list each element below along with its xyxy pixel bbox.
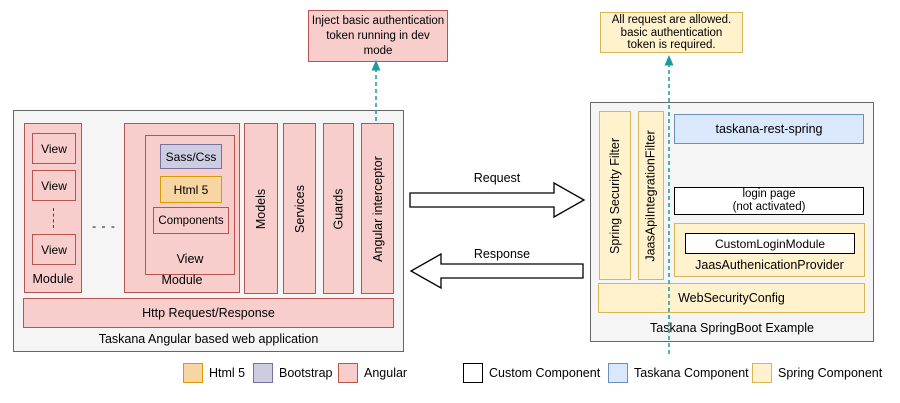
- springboot-app-container: Spring Security Filter JaasApiIntegratio…: [590, 102, 874, 342]
- html5-swatch: [183, 362, 203, 383]
- angular-module-2: Sass/Css Html 5 Components View Module: [124, 123, 240, 293]
- taskana-rest-spring-box: taskana-rest-spring: [674, 114, 864, 144]
- jaas-authentication-provider-box: CustomLoginModule JaasAuthenicationProvi…: [674, 223, 865, 277]
- angular-interceptor-bar: Angular interceptor: [361, 123, 394, 294]
- request-arrow: [409, 181, 586, 219]
- legend-label: Taskana Component: [634, 365, 749, 380]
- spring-security-filter-bar: Spring Security Filter: [599, 111, 631, 280]
- springboot-app-title: Taskana SpringBoot Example: [650, 321, 814, 335]
- sass-css-box: Sass/Css: [160, 144, 222, 169]
- models-label: Models: [254, 188, 269, 229]
- guards-label: Guards: [331, 188, 346, 229]
- spring-security-filter-label: Spring Security Filter: [608, 137, 623, 254]
- legend-label: Custom Component: [489, 365, 601, 380]
- custom-login-module-box: CustomLoginModule: [685, 233, 855, 254]
- login-page-line: (not activated): [732, 201, 806, 213]
- legend-item-custom-component: Custom Component: [463, 362, 600, 383]
- legend-label: Bootstrap: [279, 365, 333, 380]
- models-bar: Models: [244, 123, 278, 294]
- angular-swatch: [338, 362, 358, 383]
- legend-item-bootstrap: Bootstrap: [253, 362, 333, 383]
- angular-module-1: View View View Module: [24, 123, 82, 293]
- note-line: mode: [363, 45, 393, 57]
- legend-item-angular: Angular: [338, 362, 407, 383]
- angular-app-title: Taskana Angular based web application: [98, 332, 319, 346]
- module-label: Module: [161, 273, 203, 287]
- auth-required-arrowhead: [664, 55, 674, 66]
- taskana-component-swatch: [608, 362, 628, 383]
- note-line: basic authentication: [620, 26, 723, 39]
- view-box: View: [32, 234, 76, 265]
- view-box: View: [32, 170, 76, 201]
- view-label: View: [176, 252, 204, 266]
- components-box: Components: [153, 207, 229, 234]
- angular-interceptor-label: Angular interceptor: [370, 155, 385, 262]
- services-bar: Services: [283, 123, 316, 294]
- login-page-box: login page (not activated): [674, 187, 864, 215]
- legend-label: Spring Component: [778, 365, 883, 380]
- note-all-requests: All request are allowed. basic authentic…: [600, 12, 743, 53]
- note-line: token running in dev: [326, 30, 430, 42]
- web-security-config-box: WebSecurityConfig: [598, 283, 865, 313]
- note-line: Inject basic authentication: [311, 15, 445, 27]
- bootstrap-swatch: [253, 362, 273, 383]
- note-line: All request are allowed.: [611, 14, 732, 26]
- http-request-response-bar: Http Request/Response: [23, 298, 394, 328]
- legend-label: Html 5: [209, 365, 246, 380]
- legend-item-spring-component: Spring Component: [752, 362, 882, 383]
- services-label: Services: [292, 184, 307, 233]
- view-container: Sass/Css Html 5 Components View: [145, 135, 235, 275]
- note-line: token is required.: [627, 39, 716, 52]
- guards-bar: Guards: [323, 123, 354, 294]
- jaas-authentication-provider-label: JaasAuthenicationProvider: [695, 258, 844, 272]
- modules-ellipsis: - - -: [92, 219, 116, 233]
- response-arrow-label: Response: [473, 247, 531, 261]
- login-page-line: login page: [742, 188, 796, 200]
- html5-box: Html 5: [160, 176, 222, 203]
- module-label: Module: [32, 272, 74, 286]
- view-box: View: [32, 133, 76, 164]
- jaas-api-integration-filter-bar: JaasApiIntegrationFilter: [638, 111, 664, 280]
- angular-app-container: View View View Module - - - Sass/Css Htm…: [13, 110, 404, 352]
- jaas-api-integration-filter-label: JaasApiIntegrationFilter: [644, 129, 659, 262]
- ellipsis-vertical: [53, 208, 54, 228]
- legend-item-html5: Html 5: [183, 362, 245, 383]
- note-inject-token: Inject basic authentication token runnin…: [308, 10, 448, 62]
- spring-component-swatch: [752, 362, 772, 383]
- legend-item-taskana-component: Taskana Component: [608, 362, 749, 383]
- request-arrow-label: Request: [473, 171, 521, 185]
- custom-component-swatch: [463, 362, 483, 383]
- legend-label: Angular: [364, 365, 408, 380]
